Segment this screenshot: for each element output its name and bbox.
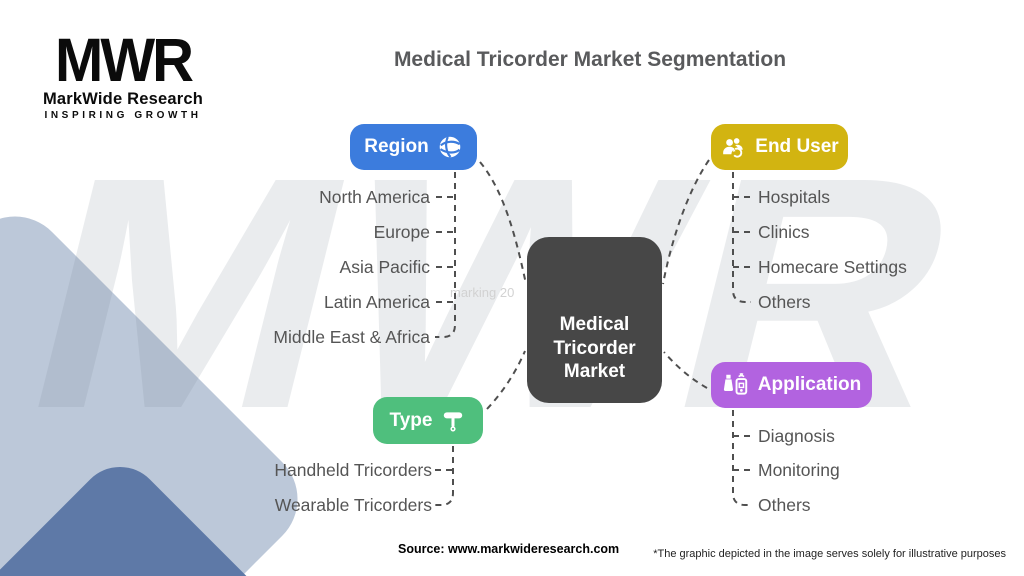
users-refresh-icon <box>723 137 744 158</box>
item-handheld-tricorders: Handheld Tricorders <box>274 460 432 480</box>
item-hospitals: Hospitals <box>758 187 830 207</box>
disclaimer-text: *The graphic depicted in the image serve… <box>653 548 1006 560</box>
item-middle-east-africa: Middle East & Africa <box>273 327 430 347</box>
item-end-user-others: Others <box>758 292 811 312</box>
watermark-fragment: marking 20 <box>450 285 515 300</box>
branch-node-type: Type <box>373 397 483 444</box>
branch-label-type: Type <box>389 409 433 431</box>
source-text: Source: www.markwideresearch.com <box>398 542 620 556</box>
page-title: Medical Tricorder Market Segmentation <box>393 48 787 71</box>
medical-device-icon <box>723 373 747 395</box>
logo-name: MarkWide Research <box>42 90 204 109</box>
markwide-logo: MWR MarkWide Research INSPIRING GROWTH <box>36 26 210 122</box>
tricorder-tool-icon <box>444 411 463 432</box>
branch-node-application: Application <box>711 362 872 408</box>
item-latin-america: Latin America <box>323 292 430 312</box>
item-application-others: Others <box>758 495 811 515</box>
branch-node-region: Region <box>350 124 477 170</box>
item-monitoring: Monitoring <box>758 460 840 480</box>
globe-icon <box>439 136 461 158</box>
item-clinics: Clinics <box>758 222 810 242</box>
item-europe: Europe <box>373 222 430 242</box>
branch-label-end-user: End User <box>755 136 839 157</box>
logo-tagline: INSPIRING GROWTH <box>44 110 202 122</box>
branch-label-application: Application <box>757 374 862 395</box>
item-homecare-settings: Homecare Settings <box>758 257 907 277</box>
central-market-label: Medical Tricorder Market <box>553 314 636 382</box>
item-north-america: North America <box>319 187 430 207</box>
item-wearable-tricorders: Wearable Tricorders <box>274 495 432 515</box>
item-asia-pacific: Asia Pacific <box>339 257 430 277</box>
item-diagnosis: Diagnosis <box>758 426 835 446</box>
branch-label-region: Region <box>364 136 429 157</box>
logo-monogram: MWR <box>55 26 194 95</box>
branch-node-end-user: End User <box>711 124 848 170</box>
central-market-node: Medical Tricorder Market <box>527 237 662 403</box>
